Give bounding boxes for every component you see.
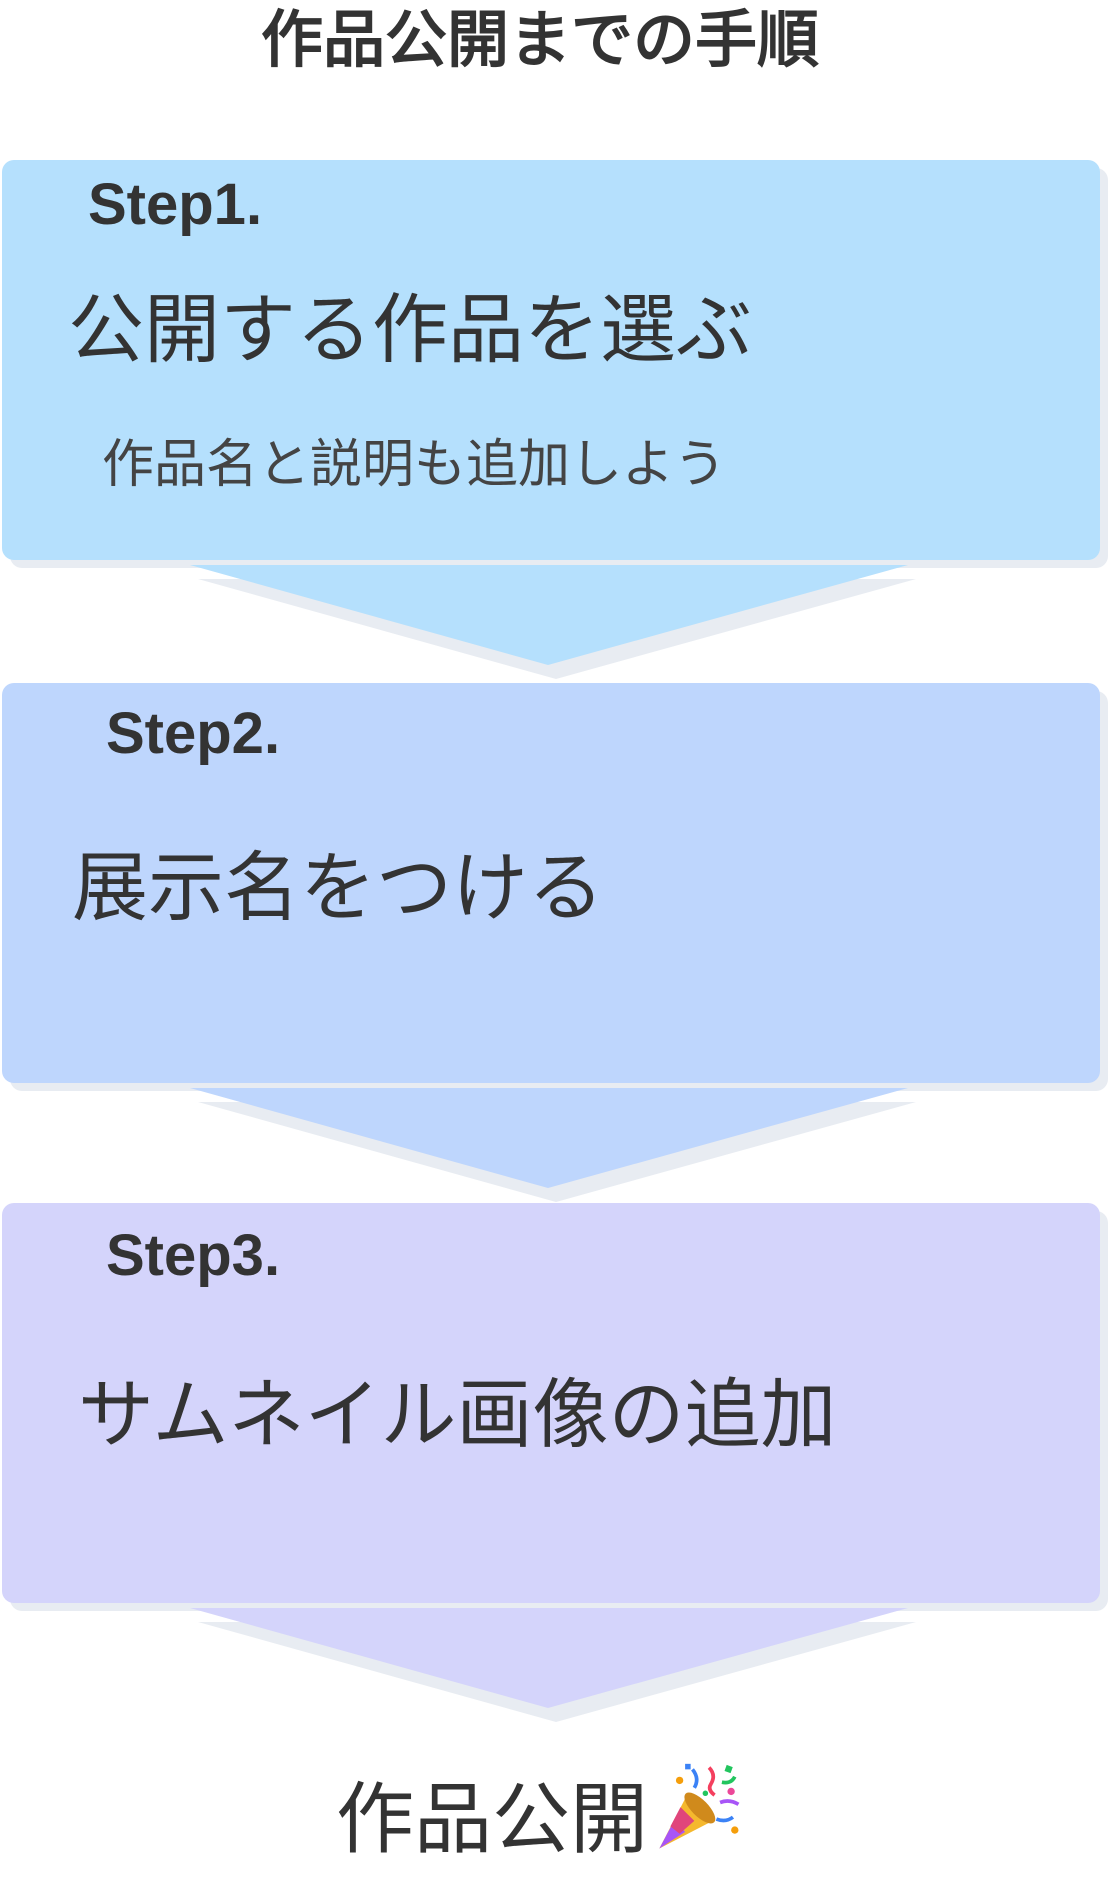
step-1-heading: 公開する作品を選ぶ: [68, 285, 752, 374]
step-1-label: Step1.: [88, 172, 263, 237]
final-step: 作品公開: [0, 1762, 1080, 1875]
step-3-label: Step3.: [106, 1223, 281, 1288]
step-1-box: Step1. 公開する作品を選ぶ 作品名と説明も追加しよう: [2, 160, 1100, 560]
arrow-3-icon: [190, 1608, 916, 1722]
step-3-heading: サムネイル画像の追加: [78, 1370, 837, 1459]
step-3-box: Step3. サムネイル画像の追加: [2, 1203, 1100, 1603]
arrow-2-icon: [190, 1088, 916, 1202]
step-1-subtext: 作品名と説明も追加しよう: [102, 435, 727, 495]
page-title: 作品公開までの手順: [260, 3, 819, 76]
step-2-label: Step2.: [106, 701, 281, 766]
step-2-heading: 展示名をつける: [72, 843, 604, 932]
party-popper-icon: [659, 1763, 740, 1849]
step-2-box: Step2. 展示名をつける: [2, 683, 1100, 1083]
final-text: 作品公開: [335, 1775, 648, 1865]
arrow-1-icon: [190, 565, 916, 679]
